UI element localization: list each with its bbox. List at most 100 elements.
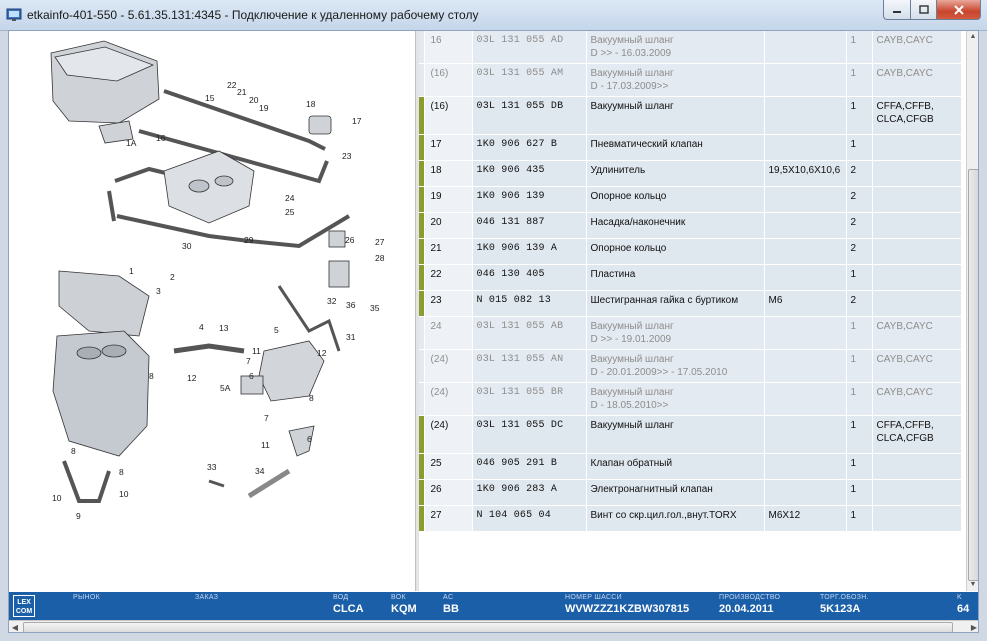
maximize-icon (918, 5, 929, 14)
svg-text:33: 33 (207, 462, 217, 472)
position-cell: 22 (424, 264, 473, 291)
window-title: etkainfo-401-550 - 5.61.35.131:4345 - По… (27, 8, 479, 22)
part-name: Удлинитель (590, 165, 646, 176)
row-marker (419, 186, 425, 213)
position-cell: 23 (424, 290, 473, 317)
status-label: ТОРГ.ОБОЗН. (820, 594, 869, 601)
part-number-cell: 03L 131 055 BR (472, 382, 587, 416)
dimension-cell (764, 134, 847, 161)
dimension-cell (764, 349, 847, 383)
engine-codes: CAYB,CAYC (876, 354, 933, 365)
position-cell: 24 (424, 316, 473, 350)
part-name-cell: Клапан обратный (586, 453, 765, 480)
maximize-button[interactable] (911, 0, 937, 20)
engine-code-cell: CAYB,CAYC (872, 31, 961, 64)
svg-text:13: 13 (219, 323, 229, 333)
minimize-button[interactable] (883, 0, 911, 20)
position-cell: 20 (424, 212, 473, 239)
remote-desktop-icon (6, 8, 22, 21)
svg-text:5A: 5A (220, 383, 231, 393)
part-number-cell: 1K0 906 283 A (472, 479, 587, 506)
window-controls (883, 0, 981, 20)
part-name-cell: Электронагнитный клапан (586, 479, 765, 506)
svg-text:3: 3 (156, 286, 161, 296)
part-name-cell: Опорное кольцо (586, 238, 765, 265)
parts-diagram[interactable]: 15 16 17 18 19 20 21 22 23 24 25 26 27 2… (9, 31, 415, 591)
position-cell: 21 (424, 238, 473, 265)
status-value: 5K123A (820, 603, 861, 615)
row-marker (419, 160, 425, 187)
window-horizontal-scrollbar[interactable]: ◀ ▶ (9, 620, 978, 632)
position-cell: 25 (424, 453, 473, 480)
window-scroll-thumb[interactable] (23, 622, 953, 632)
part-name: Вакуумный шланг (590, 35, 674, 46)
svg-text:16: 16 (156, 133, 166, 143)
position-cell: 17 (424, 134, 473, 161)
row-marker (419, 238, 425, 265)
dimension-cell: M6X12 (764, 505, 847, 532)
part-name-cell: Вакуумный шланг (586, 96, 765, 135)
svg-text:20: 20 (249, 95, 259, 105)
scroll-down-icon[interactable]: ▼ (969, 581, 977, 588)
part-name: Пластина (590, 269, 636, 280)
close-button[interactable] (937, 0, 981, 20)
status-value: BB (443, 603, 459, 615)
part-name: Электронагнитный клапан (590, 484, 713, 495)
svg-text:15: 15 (205, 93, 215, 103)
part-validity-note: D - 18.05.2010>> (590, 400, 669, 411)
scroll-left-icon[interactable]: ◀ (11, 623, 19, 632)
row-marker (419, 134, 425, 161)
svg-text:6: 6 (249, 371, 254, 381)
row-marker (419, 415, 425, 454)
engine-code-cell (872, 453, 961, 480)
quantity-cell: 2 (846, 238, 873, 265)
svg-text:12: 12 (317, 348, 327, 358)
window-titlebar[interactable]: etkainfo-401-550 - 5.61.35.131:4345 - По… (0, 0, 987, 31)
row-marker (419, 453, 425, 480)
svg-text:8: 8 (71, 446, 76, 456)
quantity-cell: 2 (846, 160, 873, 187)
engine-code-cell: CAYB,CAYC (872, 382, 961, 416)
engine-code-cell: CAYB,CAYC (872, 349, 961, 383)
row-marker (419, 349, 425, 383)
row-marker (419, 264, 425, 291)
part-number-cell: 046 131 887 (472, 212, 587, 239)
part-name-cell: Вакуумный шланг (586, 415, 765, 454)
quantity-cell: 2 (846, 290, 873, 317)
part-name: Вакуумный шланг (590, 321, 674, 332)
part-name: Вакуумный шланг (590, 387, 674, 398)
scroll-right-icon[interactable]: ▶ (970, 623, 978, 632)
svg-text:23: 23 (342, 151, 352, 161)
engine-codes-continued: CLCA,CFGB (876, 114, 934, 125)
dimension-cell (764, 316, 847, 350)
part-name: Опорное кольцо (590, 191, 667, 202)
scroll-up-icon[interactable]: ▲ (969, 33, 977, 40)
dimension-cell (764, 212, 847, 239)
parts-vertical-scrollbar[interactable]: ▲ ▼ (966, 31, 978, 591)
vertical-scroll-thumb[interactable] (968, 169, 978, 581)
status-value: WVWZZZ1KZBW307815 (565, 603, 690, 615)
status-label: AC (443, 594, 454, 601)
svg-text:35: 35 (370, 303, 380, 313)
quantity-cell: 2 (846, 212, 873, 239)
